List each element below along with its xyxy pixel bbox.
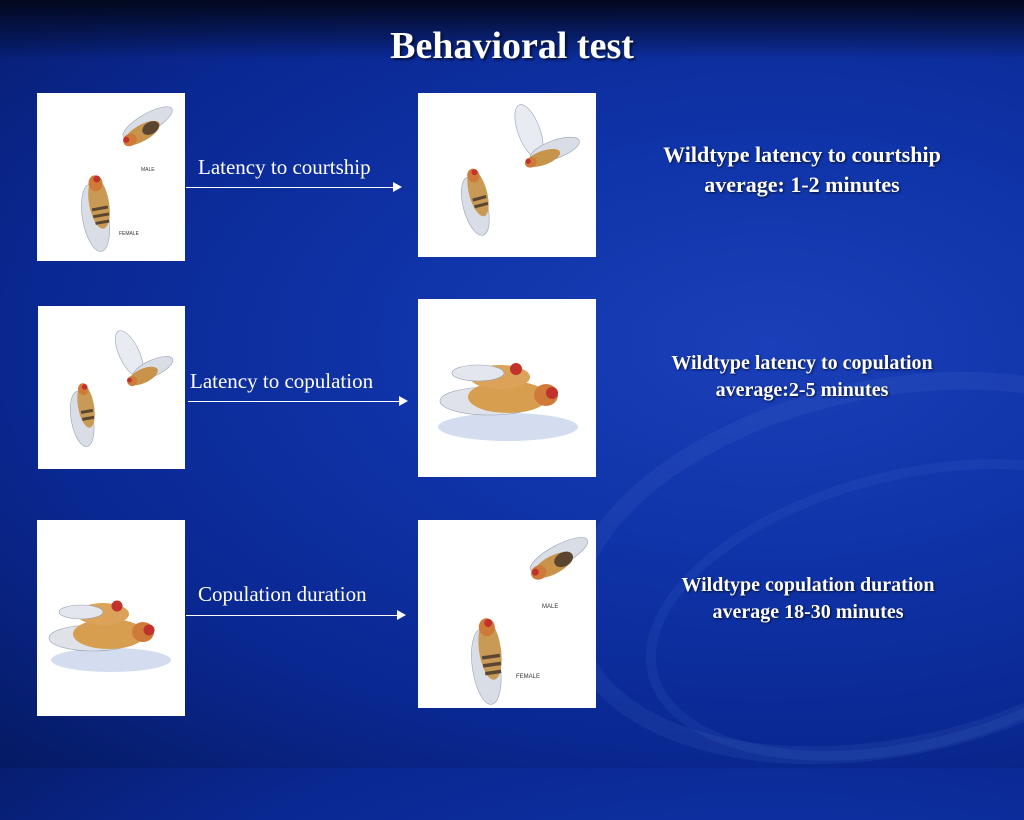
- slide-title: Behavioral test: [390, 25, 634, 67]
- result-title: Wildtype latency to copulation: [671, 352, 933, 374]
- arrow-label-courtship: Latency to courtship: [198, 155, 371, 179]
- fly-pair-icon: MALE FEMALE: [471, 537, 588, 705]
- fly-image-courtship: [418, 93, 596, 257]
- fly-courtship-icon: [70, 330, 174, 447]
- result-average: average: 1-2 minutes: [704, 171, 900, 197]
- result-average: average 18-30 minutes: [712, 601, 904, 623]
- female-label: FEMALE: [516, 674, 540, 680]
- result-title: Wildtype latency to courtship: [663, 142, 941, 167]
- result-title: Wildtype copulation duration: [681, 574, 935, 596]
- arrow-label-duration: Copulation duration: [198, 582, 367, 606]
- result-courtship: Wildtype latency to courtship average: 1…: [612, 140, 992, 199]
- female-label: FEMALE: [119, 231, 140, 237]
- fly-pair-icon: MALE FEMALE: [81, 106, 173, 252]
- top-shade: [0, 0, 1024, 60]
- fly-copulation-icon: [438, 363, 578, 441]
- result-average: average:2-5 minutes: [715, 379, 889, 401]
- fly-copulation-icon: [48, 600, 171, 672]
- fly-image-courtship-small: [38, 306, 185, 469]
- fly-image-copulating-pair: [37, 520, 185, 716]
- right-arrow-icon: [188, 401, 400, 402]
- result-copulation-latency: Wildtype latency to copulation average:2…: [622, 350, 982, 404]
- fly-image-copulation: [418, 299, 596, 477]
- arrow-head-icon: [399, 396, 408, 406]
- male-label: MALE: [141, 167, 155, 173]
- arrow-head-icon: [393, 182, 402, 192]
- fly-image-male-female-separate: MALE FEMALE: [418, 520, 596, 708]
- result-copulation-duration: Wildtype copulation duration average 18-…: [628, 572, 988, 626]
- right-arrow-icon: [186, 187, 394, 188]
- right-arrow-icon: [186, 615, 398, 616]
- fly-image-male-female-separate: MALE FEMALE: [37, 93, 185, 261]
- male-label: MALE: [542, 604, 558, 610]
- arrow-label-copulation: Latency to copulation: [190, 369, 374, 393]
- arrow-head-icon: [397, 610, 406, 620]
- fly-courtship-icon: [461, 104, 580, 236]
